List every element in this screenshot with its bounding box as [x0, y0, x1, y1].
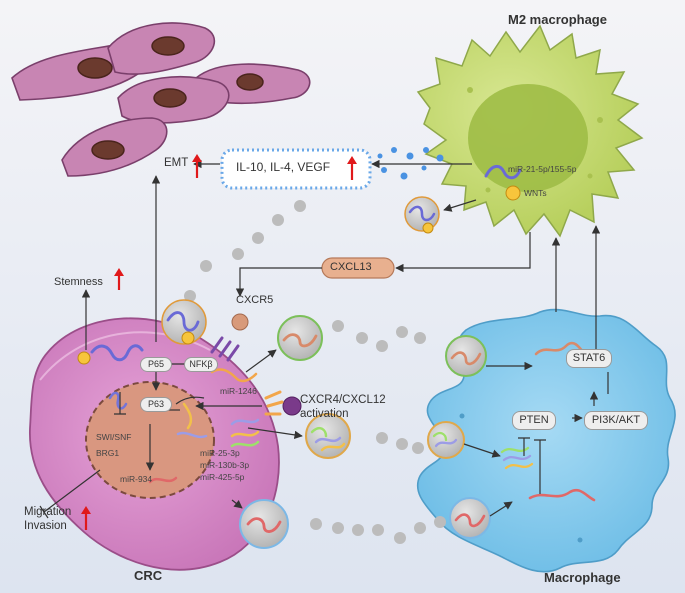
migration-label: Migration [24, 506, 72, 518]
cxcr5-receptor [210, 313, 249, 362]
mir1246-label: miR-1246 [220, 386, 257, 396]
p63-node: P63 [140, 397, 172, 412]
exosome-m2-outgoing [404, 196, 440, 234]
stemness-label: Stemness [54, 276, 103, 288]
cxcr5-label: CXCR5 [236, 294, 274, 306]
macrophage-title: Macrophage [544, 570, 621, 585]
cytokine-box [220, 148, 372, 190]
cxcr4-receptor [264, 390, 302, 416]
vesicle-trails [184, 200, 446, 544]
exosome-mir1246 [277, 315, 323, 361]
cxcr4-line2: activation [300, 408, 349, 420]
cytokine-label: IL-10, IL-4, VEGF [236, 160, 331, 174]
mir-425-label: miR-425-5p [200, 472, 245, 482]
p65-node: P65 [140, 357, 172, 372]
macrophage-uptake-mir1246 [445, 335, 487, 377]
cxcl13-label: CXCL13 [330, 261, 372, 273]
pi3k-akt-node: PI3K/AKT [584, 411, 648, 430]
spindle-cell-5 [61, 117, 168, 177]
brg1-label: BRG1 [96, 448, 120, 458]
stat6-node: STAT6 [566, 349, 612, 368]
arrows [81, 159, 609, 517]
exosome-mir-cluster [305, 413, 351, 459]
pten-node: PTEN [512, 411, 556, 430]
cytokine-dots [377, 147, 444, 180]
wnts-label: WNTs [524, 188, 547, 198]
macrophage-uptake-mir934 [449, 497, 491, 539]
m2-macrophage-cell [416, 24, 644, 238]
up-arrow-emt [192, 154, 202, 178]
inhibition-lines [39, 392, 546, 519]
crc-title: CRC [134, 568, 163, 583]
emt-label: EMT [164, 157, 189, 169]
exosome-crc-entry [161, 299, 207, 345]
nfkb-node: NFKβ [184, 357, 218, 372]
mirna-m2-label: miR-21-5p/155-5p [508, 164, 577, 174]
macrophage-uptake-mir-cluster [427, 421, 465, 459]
up-arrow-migration [81, 506, 91, 530]
up-arrow-cytokines [347, 156, 357, 180]
cxcr4-line1: CXCR4/CXCL12 [300, 394, 386, 406]
swi-snf-label: SWI/SNF [96, 432, 132, 442]
exosome-mir934 [239, 499, 289, 549]
m2-macrophage-title: M2 macrophage [508, 12, 607, 27]
spindle-cell-2 [107, 22, 216, 75]
mir-130b-label: miR-130b-3p [200, 460, 250, 470]
mir934-label: miR-934 [120, 474, 153, 484]
mir-25-label: miR-25-3p [200, 448, 240, 458]
emt-cell-cluster [11, 22, 311, 177]
up-arrow-stemness [114, 268, 124, 290]
invasion-label: Invasion [24, 520, 67, 532]
